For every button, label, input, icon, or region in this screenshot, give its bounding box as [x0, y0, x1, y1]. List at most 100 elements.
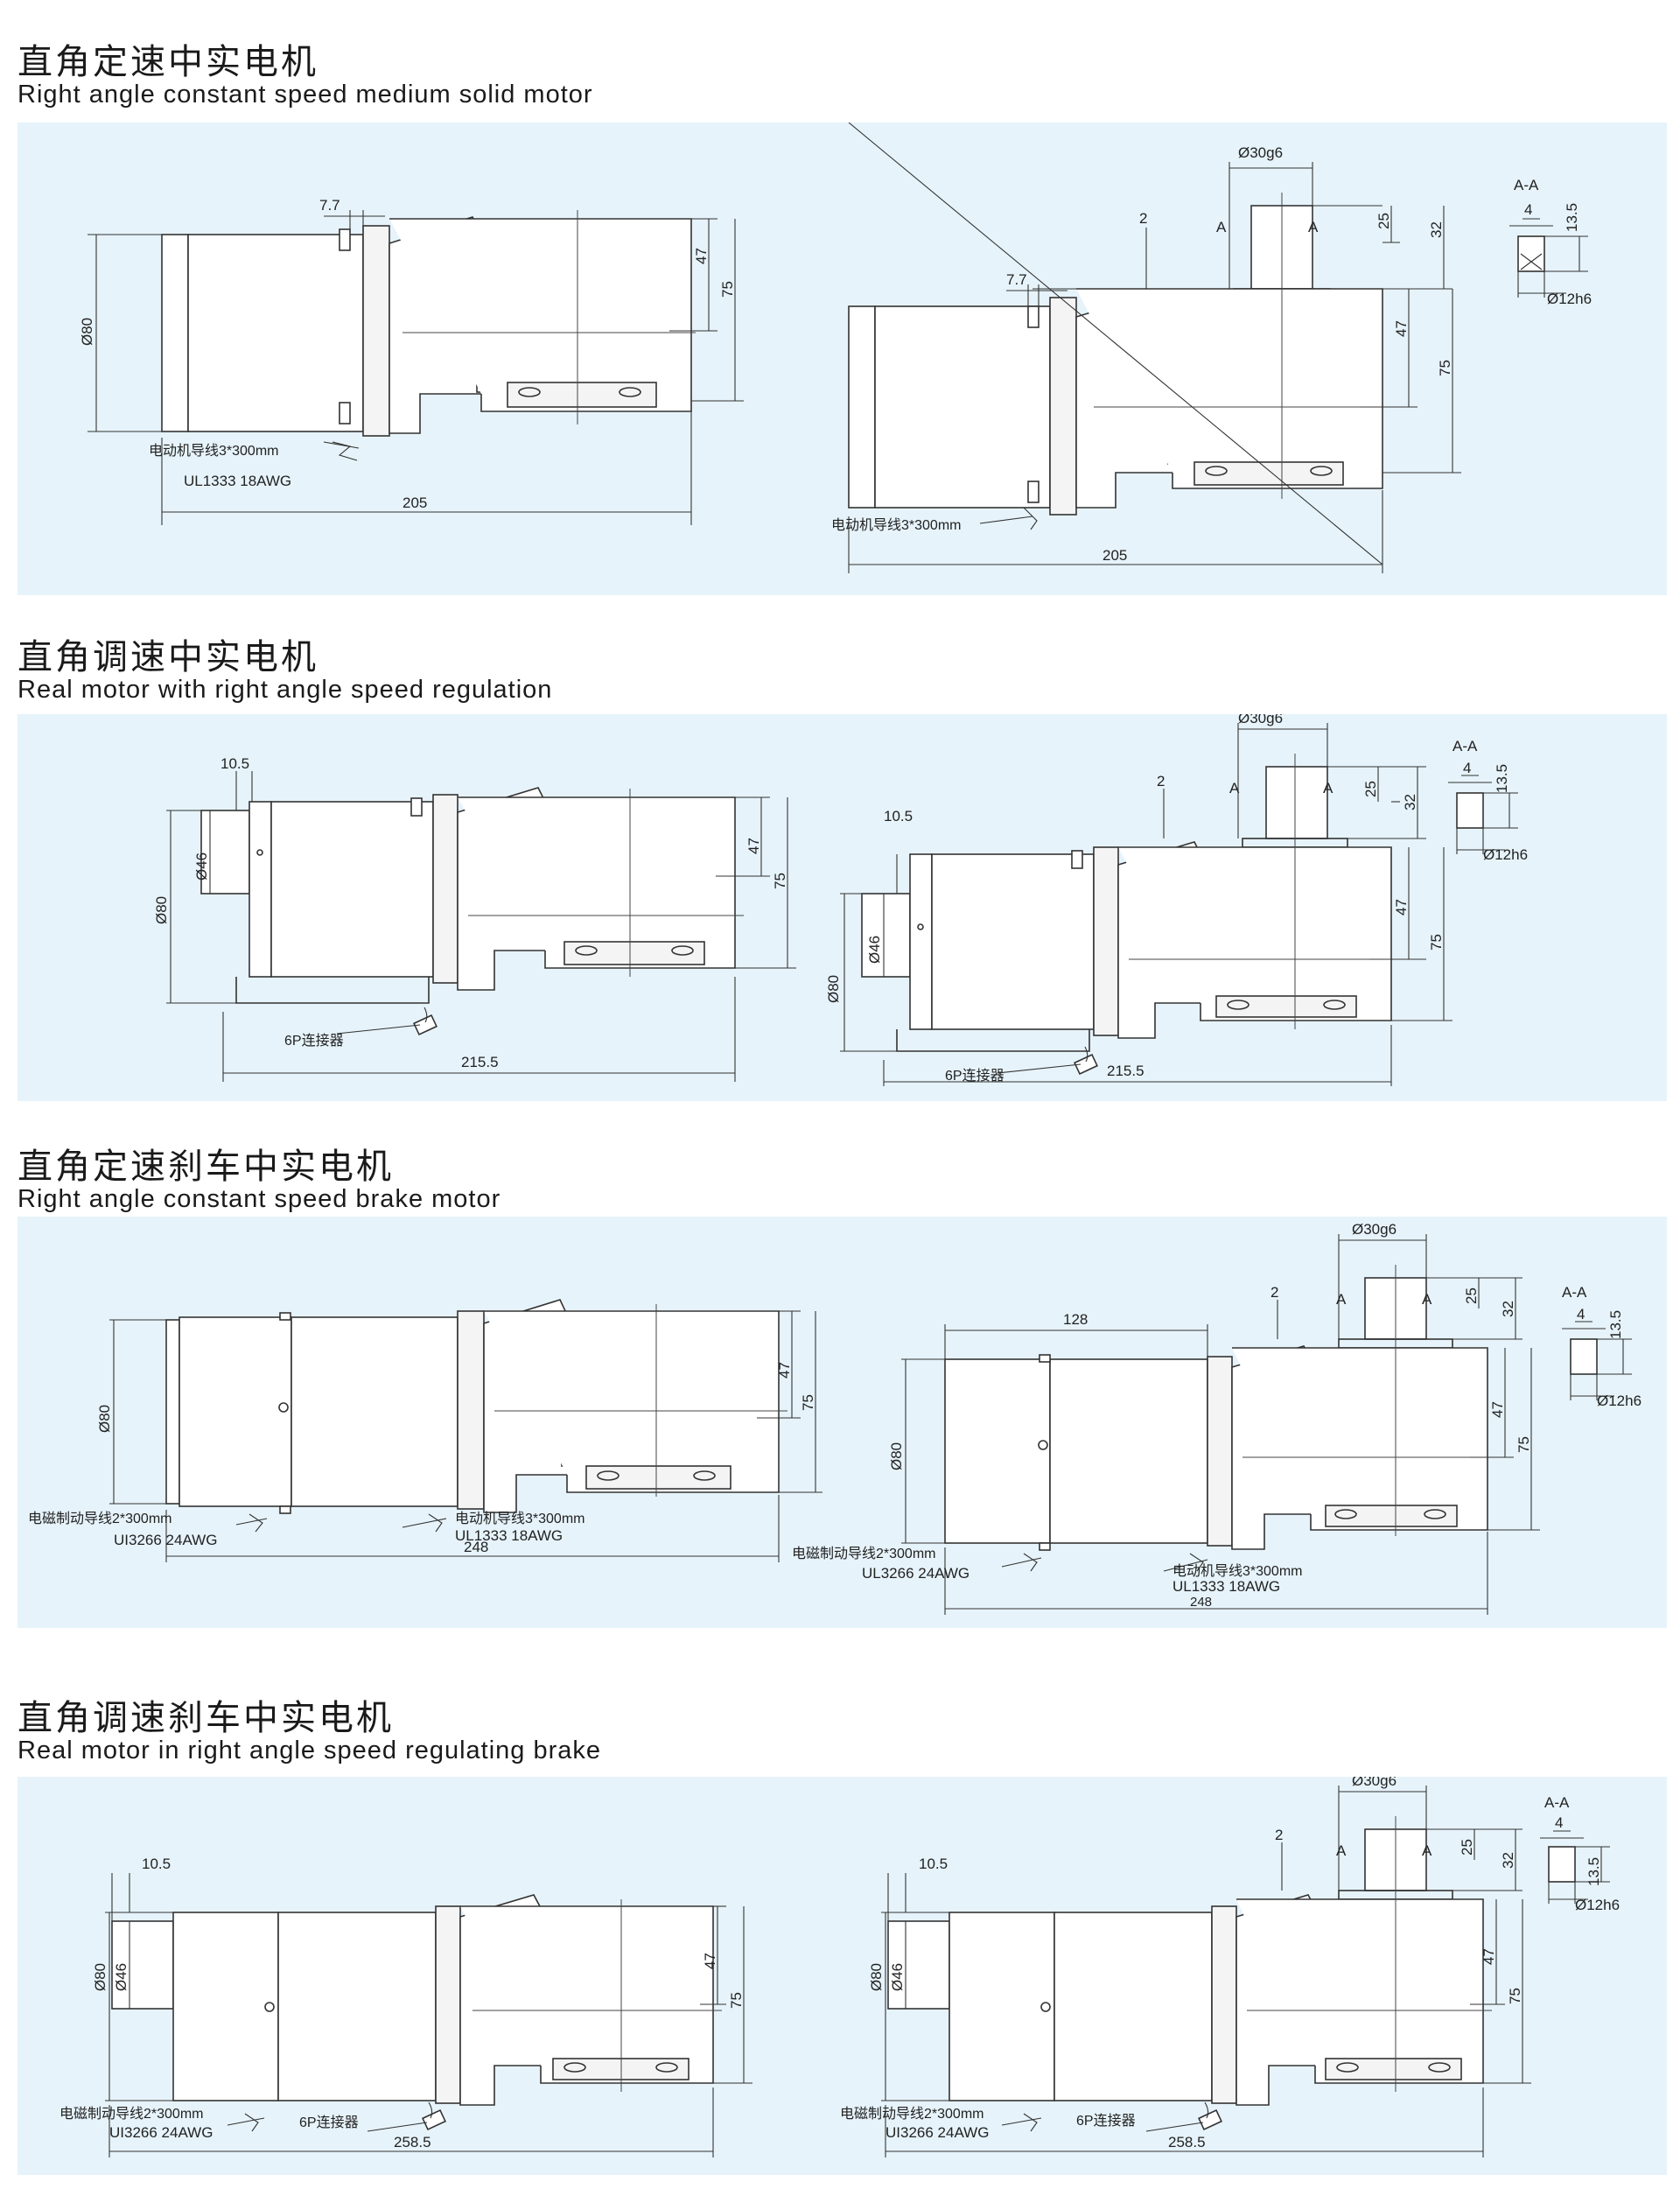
dim-offset: 7.7: [1006, 271, 1027, 288]
dim-height-75: 75: [772, 873, 788, 889]
dim-diameter-46: Ø46: [193, 852, 210, 881]
connector-label: 6P连接器: [945, 1068, 1004, 1084]
dim-gap-2: 2: [1139, 210, 1147, 227]
section-speed-regulating-brake: 直角调速刹车中实电机 Real motor in right angle spe…: [0, 1663, 1680, 2196]
dim-height-75: 75: [800, 1394, 816, 1411]
section-aa-label: A-A: [1544, 1794, 1570, 1811]
dim-height-25: 25: [1362, 781, 1379, 797]
dim-offset: 10.5: [142, 1856, 171, 1872]
right-motor-drawing: [881, 1786, 1531, 2157]
section-aa-label: A-A: [1562, 1284, 1587, 1301]
dim-height-75: 75: [728, 1992, 745, 2009]
brake-wire-spec: UI3266 24AWG: [886, 2124, 989, 2141]
wire-label-cn: 电动机导线3*300mm: [455, 1511, 584, 1526]
dim-height-32: 32: [1500, 1852, 1516, 1869]
section-title-en: Real motor with right angle speed regula…: [18, 676, 553, 704]
connector-label: 6P连接器: [1076, 2113, 1136, 2129]
dim-offset: 10.5: [884, 808, 913, 824]
wire-label-cn: 电动机导线3*300mm: [831, 517, 961, 533]
dim-length: 215.5: [461, 1054, 499, 1070]
dim-diameter-46: Ø46: [113, 1963, 130, 1991]
section-aa-view: [1540, 1830, 1610, 1904]
section-marker-a: A: [1336, 1842, 1347, 1859]
dim-length: 258.5: [394, 2134, 431, 2150]
wire-spec: UL1333 18AWG: [455, 1527, 563, 1544]
dimension-drawing: 10.5 Ø80 Ø46 47 75 215.5 6P连接器: [153, 714, 1528, 1086]
section-aa-label: A-A: [1514, 177, 1539, 193]
dim-shaft-diameter: Ø30g6: [1238, 714, 1283, 726]
dim-diameter-46: Ø46: [889, 1963, 906, 1991]
dim-shaft-tolerance: Ø12h6: [1597, 1393, 1642, 1409]
dim-length: 215.5: [1107, 1063, 1144, 1079]
section-marker-a2: A: [1308, 219, 1319, 235]
dim-shaft-tolerance: Ø12h6: [1575, 1897, 1620, 1913]
right-motor-drawing: [901, 1234, 1540, 1615]
dim-height-32: 32: [1402, 794, 1418, 810]
section-title-cn: 直角调速刹车中实电机: [18, 1698, 394, 1738]
right-motor-drawing: [848, 123, 1461, 573]
dimension-drawing: 10.5 Ø80 Ø46 47 75 258.5 电磁制动导线2*300mm U…: [60, 1777, 1620, 2157]
dim-offset: 10.5: [220, 755, 249, 772]
dim-shaft-tolerance: Ø12h6: [1547, 291, 1592, 307]
section-title-cn: 直角定速中实电机: [18, 42, 318, 82]
dim-height-75: 75: [1507, 1988, 1523, 2004]
wire-label-cn: 电动机导线3*300mm: [149, 443, 278, 459]
dim-key-depth: 13.5: [1494, 764, 1510, 793]
section-aa-view: [1562, 1321, 1632, 1400]
dim-length: 248: [464, 1539, 488, 1555]
dim-key-width: 4: [1577, 1306, 1585, 1323]
dim-gap-2: 2: [1275, 1827, 1283, 1843]
dimension-drawing: Ø80 7.7 47 75 205 电动机导线3*300mm UL1333 18…: [79, 123, 1592, 573]
dim-height-47: 47: [693, 248, 710, 264]
brake-wire-spec: UI3266 24AWG: [109, 2124, 213, 2141]
wire-spec: UL1333 18AWG: [1172, 1578, 1280, 1595]
section-title-en: Right angle constant speed brake motor: [18, 1185, 501, 1213]
dim-diameter-80: Ø80: [92, 1963, 108, 1991]
section-aa-view: [1448, 775, 1518, 854]
dim-diameter-80: Ø80: [888, 1442, 905, 1470]
dim-diameter-80: Ø80: [825, 975, 842, 1003]
dim-shaft-tolerance: Ø12h6: [1483, 846, 1528, 863]
left-motor-drawing: [88, 210, 744, 525]
dim-shaft-diameter: Ø30g6: [1238, 144, 1283, 161]
brake-wire-spec: UI3266 24AWG: [114, 1532, 217, 1548]
dim-gap-2: 2: [1157, 773, 1165, 789]
section-constant-speed-brake: 直角定速刹车中实电机 Right angle constant speed br…: [0, 1120, 1680, 1663]
left-motor-drawing: [166, 771, 796, 1082]
brake-wire-label-cn: 电磁制动导线2*300mm: [60, 2106, 203, 2122]
section-marker-a2: A: [1323, 780, 1334, 796]
drawing-panel: 10.5 Ø80 Ø46 47 75 215.5 6P连接器: [18, 714, 1667, 1101]
section-title-en: Right angle constant speed medium solid …: [18, 81, 593, 109]
section-marker-a: A: [1229, 780, 1240, 796]
dim-height-75: 75: [1437, 360, 1453, 376]
section-aa-label: A-A: [1452, 738, 1478, 754]
dim-length: 258.5: [1168, 2134, 1206, 2150]
section-constant-speed: 直角定速中实电机 Right angle constant speed medi…: [0, 0, 1680, 613]
section-marker-a: A: [1216, 219, 1227, 235]
dim-key-width: 4: [1463, 760, 1471, 776]
brake-wire-label-cn: 电磁制动导线2*300mm: [840, 2106, 984, 2122]
wire-label-cn: 电动机导线3*300mm: [1172, 1563, 1302, 1579]
dim-length: 248: [1190, 1595, 1212, 1610]
section-title-cn: 直角调速中实电机: [18, 637, 318, 677]
left-motor-drawing: [105, 1873, 752, 2157]
dim-height-47: 47: [1489, 1401, 1506, 1418]
section-title-en: Real motor in right angle speed regulati…: [18, 1736, 602, 1765]
right-motor-drawing: [840, 723, 1452, 1086]
dim-height-32: 32: [1428, 221, 1445, 238]
dim-height-47: 47: [1480, 1948, 1497, 1965]
wire-spec: UL1333 18AWG: [184, 473, 291, 489]
dim-shaft-diameter: Ø30g6: [1352, 1777, 1396, 1789]
dim-height-25: 25: [1376, 213, 1392, 229]
dim-offset: 10.5: [919, 1856, 948, 1872]
connector-label: 6P连接器: [299, 2115, 359, 2130]
dim-key-width: 4: [1524, 201, 1532, 218]
left-motor-drawing: [109, 1299, 822, 1562]
dim-diameter-46: Ø46: [866, 936, 883, 964]
dim-height-75: 75: [1428, 934, 1445, 951]
dim-height-47: 47: [702, 1953, 718, 1969]
drawing-panel: Ø80 7.7 47 75 205 电动机导线3*300mm UL1333 18…: [18, 123, 1667, 595]
brake-wire-spec: UL3266 24AWG: [862, 1565, 970, 1582]
dim-key-depth: 13.5: [1607, 1310, 1624, 1339]
dim-key-width: 4: [1555, 1814, 1563, 1831]
